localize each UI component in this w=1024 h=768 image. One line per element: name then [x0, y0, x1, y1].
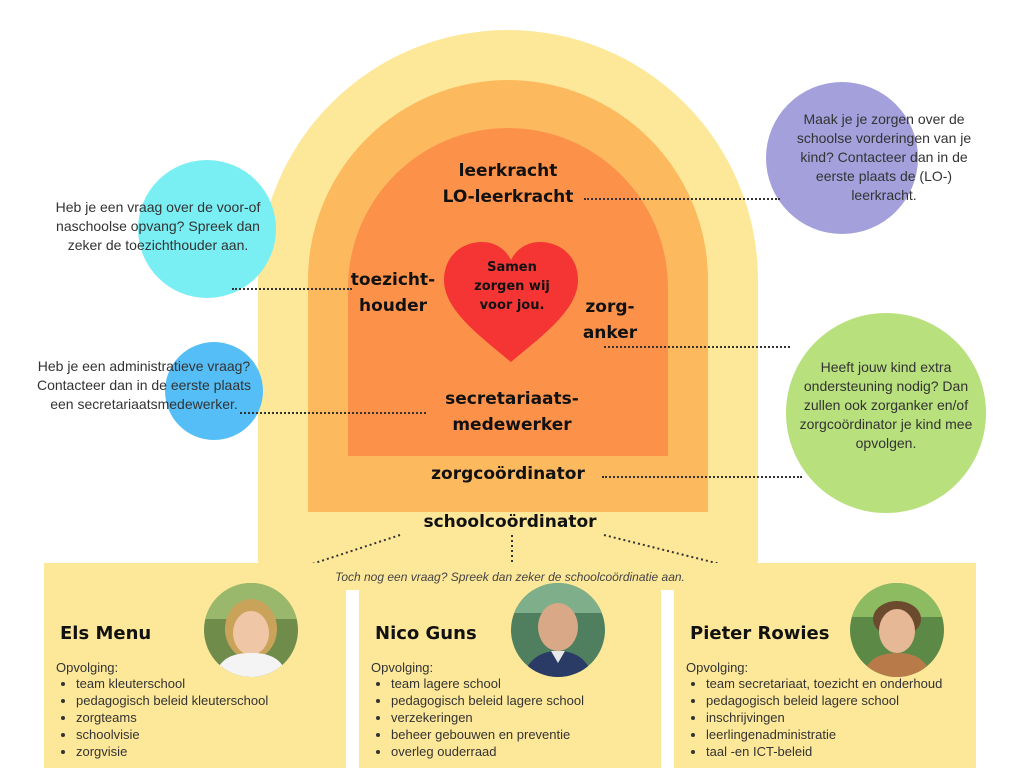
- role-zorg-line2: anker: [582, 323, 638, 343]
- connector-leerkracht: [584, 198, 780, 200]
- admin-circle: [165, 342, 263, 440]
- extra-note: Heeft jouw kind extra ondersteuning nodi…: [799, 359, 973, 451]
- role-secretariaat-line2: medewerker: [452, 415, 572, 435]
- role-lo-leerkracht-label: LO-leerkracht: [442, 187, 574, 207]
- responsibility-list: team secretariaat, toezicht en onderhoud…: [690, 675, 942, 760]
- role-secretariaat-line1: secretariaats-: [445, 389, 579, 409]
- person-photo-icon: [850, 583, 944, 677]
- heart-line-3: voor jou.: [479, 298, 545, 313]
- role-zorgcoordinator: zorgcoördinator: [431, 464, 585, 484]
- list-item: overleg ouderraad: [391, 743, 584, 760]
- responsibility-list: team lagere school pedagogisch beleid la…: [375, 675, 584, 760]
- heart-text: Samen zorgen wij voor jou.: [448, 258, 576, 315]
- role-zorg-line1: zorg-: [585, 297, 635, 317]
- list-item: pedagogisch beleid lagere school: [391, 692, 584, 709]
- person-subtitle: Opvolging:: [686, 660, 749, 675]
- admin-note: Heb je een administratieve vraag? Contac…: [36, 358, 252, 412]
- connector-zorgcoordinator: [602, 476, 802, 478]
- heart-line-1: Samen: [487, 260, 537, 275]
- list-item: taal -en ICT-beleid: [706, 743, 942, 760]
- connector-secretariaat: [240, 412, 426, 414]
- role-schoolcoordinator: schoolcoördinator: [423, 512, 597, 532]
- extra-circle: [786, 313, 986, 513]
- list-item: team kleuterschool: [76, 675, 268, 692]
- person-photo-icon: [204, 583, 298, 677]
- person-name: Pieter Rowies: [690, 623, 830, 644]
- list-item: pedagogisch beleid lagere school: [706, 692, 942, 709]
- list-item: zorgteams: [76, 709, 268, 726]
- avatar: [511, 583, 605, 677]
- opvang-circle: [138, 160, 276, 298]
- avatar: [850, 583, 944, 677]
- list-item: zorgvisie: [76, 743, 268, 760]
- list-item: beheer gebouwen en preventie: [391, 726, 584, 743]
- fanout-connectors: [311, 534, 721, 565]
- heart-line-2: zorgen wij: [474, 279, 550, 294]
- list-item: inschrijvingen: [706, 709, 942, 726]
- role-leerkracht: leerkracht LO-leerkracht: [408, 158, 608, 210]
- caption: Toch nog een vraag? Spreek dan zeker de …: [335, 570, 685, 584]
- heart-icon: [444, 242, 578, 362]
- person-name: Nico Guns: [375, 623, 477, 644]
- list-item: schoolvisie: [76, 726, 268, 743]
- list-item: pedagogisch beleid kleuterschool: [76, 692, 268, 709]
- person-photo-icon: [511, 583, 605, 677]
- schoolse-circle: [766, 82, 918, 234]
- connector-zorganker: [604, 346, 790, 348]
- avatar: [204, 583, 298, 677]
- role-leerkracht-label: leerkracht: [458, 161, 558, 181]
- responsibility-list: team kleuterschool pedagogisch beleid kl…: [60, 675, 268, 760]
- schoolse-note: Maak je je zorgen over de schoolse vorde…: [796, 111, 972, 203]
- list-item: verzekeringen: [391, 709, 584, 726]
- card-person-3: Pieter Rowies Opvolging: team secretaria…: [674, 563, 976, 768]
- opvang-note: Heb je een vraag over de voor-of naschoo…: [55, 199, 261, 253]
- role-secretariaatsmedewerker: secretariaats- medewerker: [412, 386, 612, 438]
- list-item: leerlingenadministratie: [706, 726, 942, 743]
- person-subtitle: Opvolging:: [56, 660, 119, 675]
- role-toezicht-line1: toezicht-: [350, 270, 436, 290]
- card-person-2: Nico Guns Opvolging: team lagere school …: [359, 563, 661, 768]
- person-subtitle: Opvolging:: [371, 660, 434, 675]
- card-person-1: Els Menu Opvolging: team kleuterschool p…: [44, 563, 346, 768]
- list-item: team secretariaat, toezicht en onderhoud: [706, 675, 942, 692]
- list-item: team lagere school: [391, 675, 584, 692]
- connector-toezicht: [232, 288, 352, 290]
- person-name: Els Menu: [60, 623, 152, 644]
- role-toezichthouder: toezicht- houder: [340, 267, 446, 319]
- role-toezicht-line2: houder: [359, 296, 427, 316]
- role-zorganker: zorg- anker: [572, 294, 648, 346]
